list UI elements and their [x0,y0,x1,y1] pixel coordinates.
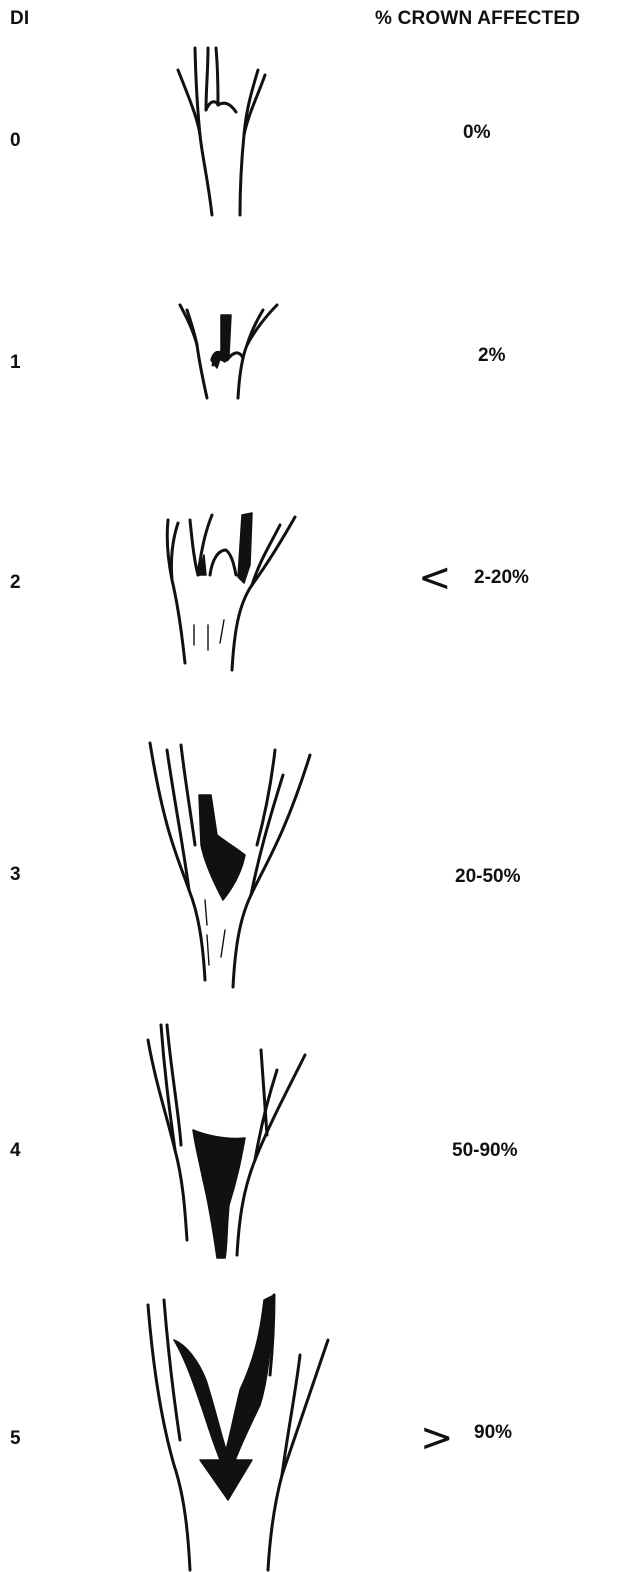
tree-crown-illustration [145,1010,315,1270]
greater-than-symbol: > [420,1418,454,1458]
tree-crown-illustration [140,1280,330,1572]
tree-crown-illustration [160,40,280,225]
di-value: 0 [10,130,21,152]
percent-column-header: % CROWN AFFECTED [375,8,580,30]
di-value: 5 [10,1428,21,1450]
percent-value: 2-20% [474,567,529,589]
percent-value: 50-90% [452,1140,518,1162]
percent-value: 2% [478,345,505,367]
di-value: 2 [10,572,21,594]
di-value: 1 [10,352,21,374]
percent-value: 90% [474,1422,512,1444]
di-column-header: DI [10,8,29,30]
less-than-symbol: < [418,558,452,598]
di-value: 4 [10,1140,21,1162]
tree-crown-illustration [145,725,315,995]
di-value: 3 [10,864,21,886]
tree-crown-illustration [160,505,305,675]
percent-value: 20-50% [455,866,521,888]
tree-crown-illustration [175,300,295,405]
percent-value: 0% [463,122,490,144]
